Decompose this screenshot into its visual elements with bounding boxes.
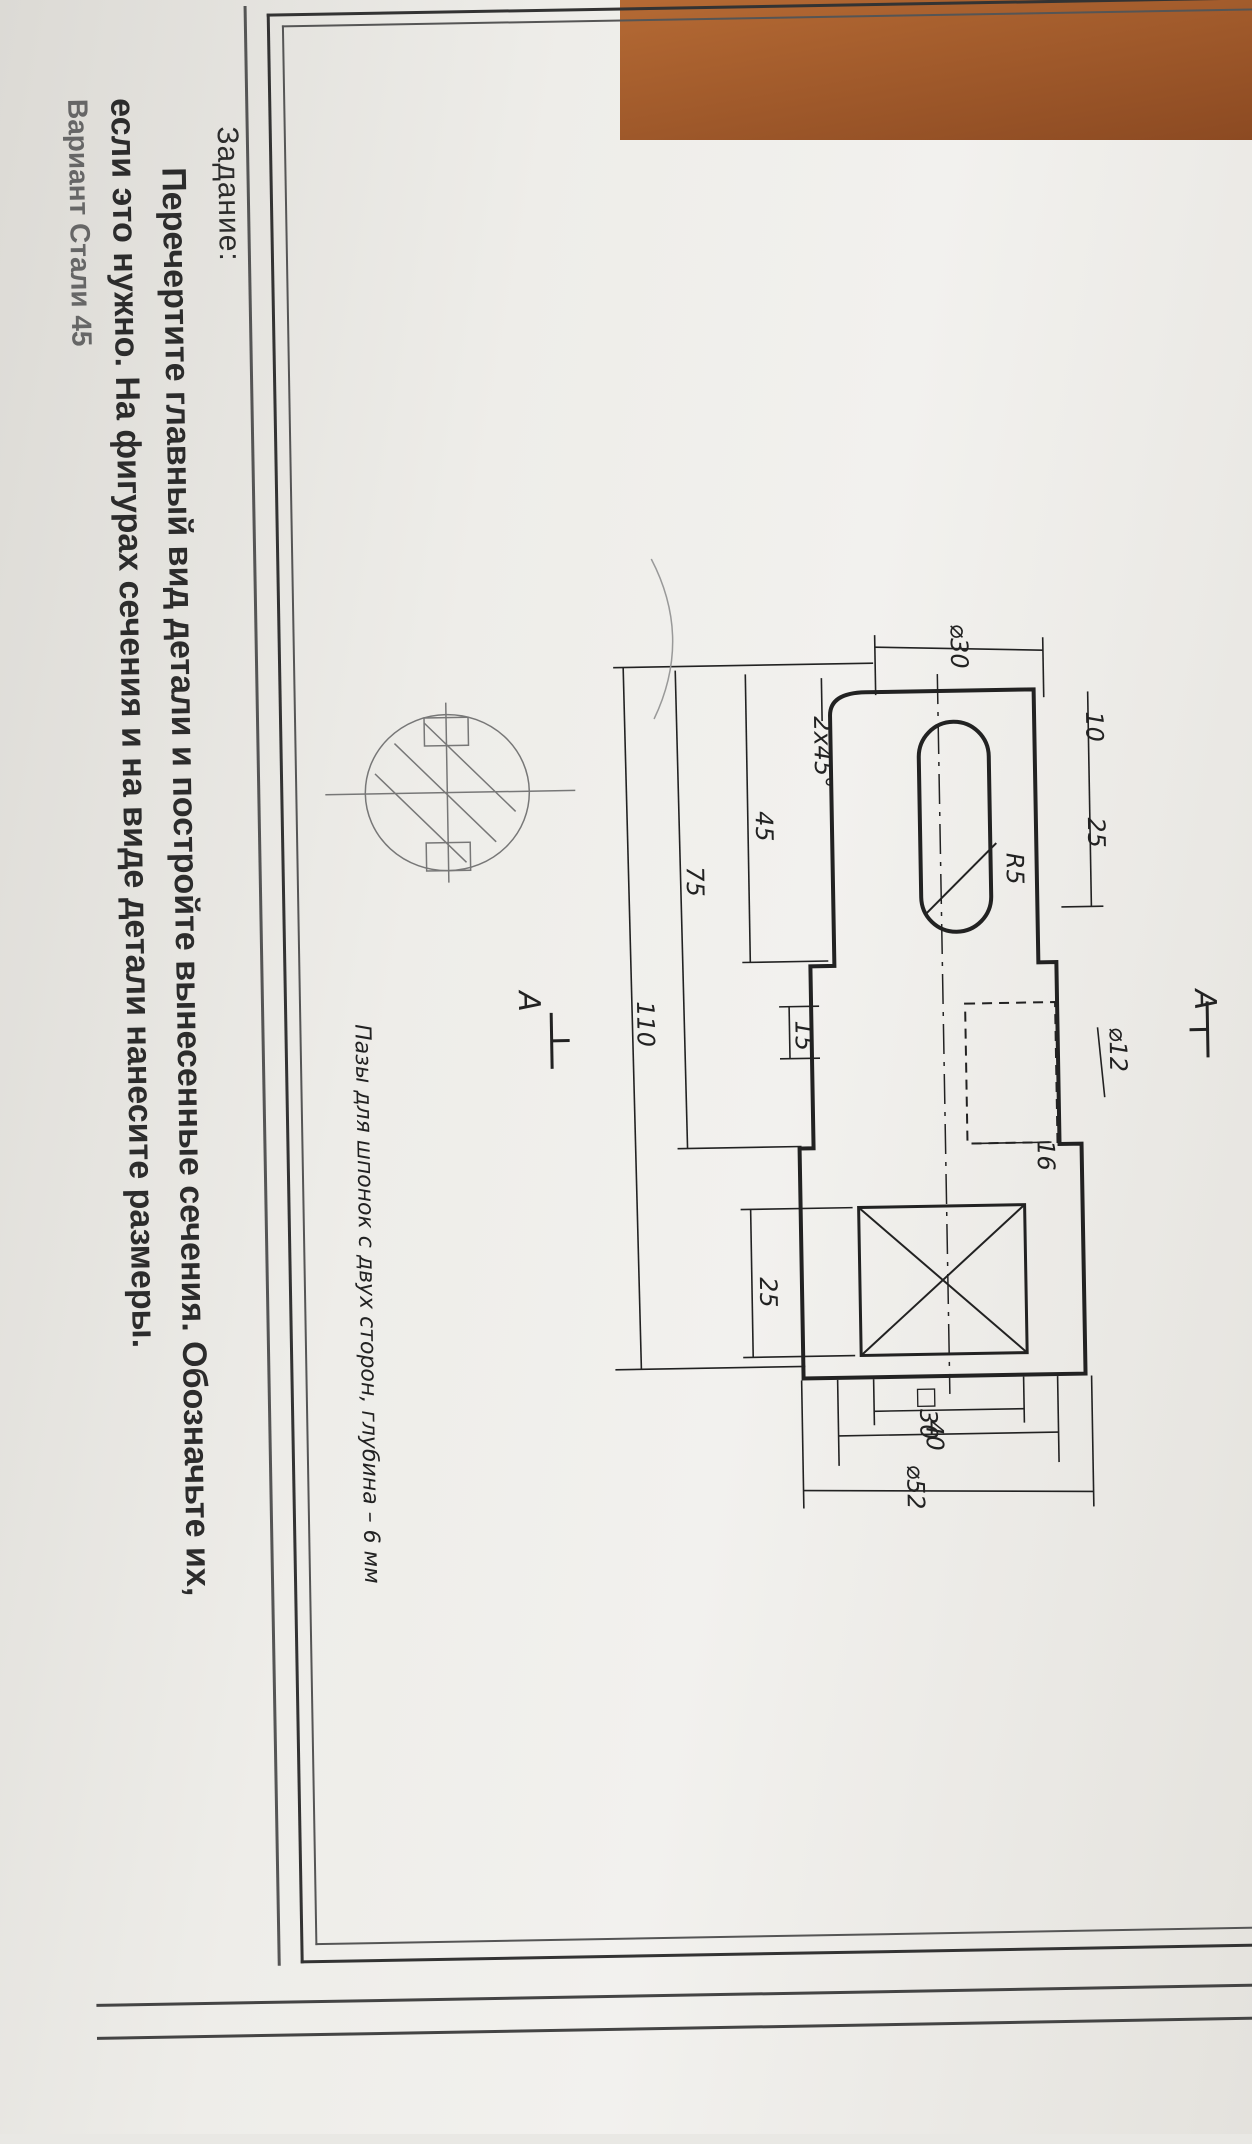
hidden-hole bbox=[965, 1002, 1057, 1144]
dim-25-square: 25 bbox=[754, 1277, 783, 1308]
dim-15: 15 bbox=[789, 1020, 818, 1051]
section-sketch bbox=[324, 700, 577, 884]
dim-25-slot: 25 bbox=[1082, 817, 1111, 848]
dim-d52: ⌀52 bbox=[901, 1464, 930, 1509]
dim-chamfer: 2x45° bbox=[808, 716, 837, 788]
section-letter-bottom: A bbox=[511, 989, 546, 1012]
flat-cross-2 bbox=[859, 1205, 1028, 1356]
keyway-note: Пазы для шпонок с двух сторон, глубина –… bbox=[349, 1024, 384, 1584]
dim-75: 75 bbox=[681, 866, 710, 897]
center-line bbox=[937, 674, 950, 1394]
dim-40: 40 bbox=[920, 1420, 949, 1451]
pencil-arc bbox=[651, 559, 674, 719]
dim-16: 16 bbox=[1031, 1140, 1060, 1171]
keyway-slot bbox=[918, 721, 992, 932]
slot-diagonal bbox=[924, 843, 997, 914]
section-letter-top: A bbox=[1187, 987, 1222, 1010]
dim-d30: ⌀30 bbox=[944, 623, 973, 668]
dim-d12: ⌀12 bbox=[1104, 1027, 1133, 1072]
dim-r5: R5 bbox=[1000, 852, 1029, 884]
dim-45: 45 bbox=[750, 811, 779, 842]
dim-10: 10 bbox=[1080, 711, 1109, 742]
part-outline bbox=[792, 689, 1086, 1379]
dim-110: 110 bbox=[631, 1001, 660, 1047]
